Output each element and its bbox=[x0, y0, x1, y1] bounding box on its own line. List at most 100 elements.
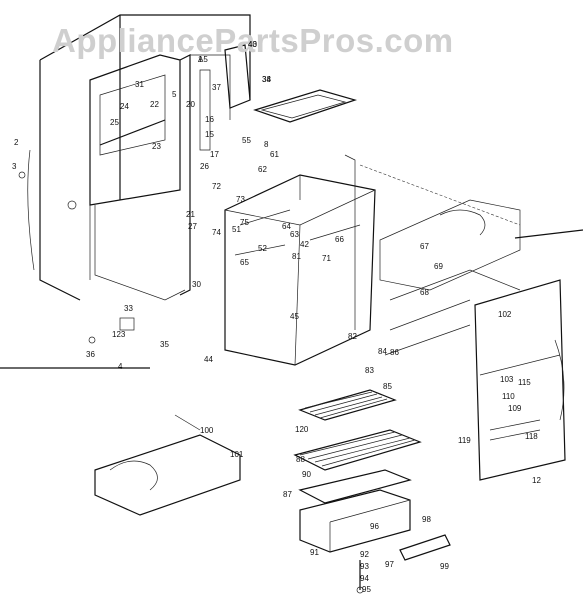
part-callout-68: 68 bbox=[420, 288, 429, 297]
part-callout-110: 110 bbox=[502, 392, 515, 401]
part-callout-26: 26 bbox=[200, 162, 209, 171]
part-callout-35: 35 bbox=[160, 340, 169, 349]
shelf-top bbox=[298, 389, 397, 421]
part-callout-67: 67 bbox=[420, 242, 429, 251]
part-callout-62: 62 bbox=[258, 165, 267, 174]
part-screw bbox=[67, 200, 77, 210]
part-callout-84: 84 bbox=[378, 347, 387, 356]
part-callout-97: 97 bbox=[385, 560, 394, 569]
part-callout-90: 90 bbox=[302, 470, 311, 479]
part-callout-85: 85 bbox=[383, 382, 392, 391]
part-callout-A5: A5 bbox=[198, 55, 208, 64]
part-callout-22: 22 bbox=[150, 100, 159, 109]
part-callout-109: 109 bbox=[508, 404, 522, 413]
outer-wrapper bbox=[344, 154, 521, 330]
evaporator-assembly bbox=[379, 199, 521, 356]
part-callout-34: 34 bbox=[262, 75, 271, 84]
top-cover-panel bbox=[253, 89, 358, 123]
part-callout-2: 2 bbox=[14, 138, 19, 147]
part-callout-27: 27 bbox=[188, 222, 197, 231]
part-callout-93: 93 bbox=[360, 562, 369, 571]
part-callout-23: 23 bbox=[152, 142, 161, 151]
part-callout-15: 15 bbox=[205, 130, 214, 139]
part-relay bbox=[119, 317, 135, 331]
part-callout-119: 119 bbox=[458, 436, 471, 445]
part-callout-44: 44 bbox=[204, 355, 213, 364]
part-callout-69: 69 bbox=[434, 262, 443, 271]
drawer-handle bbox=[399, 534, 451, 561]
part-callout-8: 8 bbox=[264, 140, 269, 149]
part-callout-123: 123 bbox=[112, 330, 126, 339]
part-callout-1: 1 bbox=[198, 55, 203, 64]
freezer-liner bbox=[89, 54, 186, 301]
part-clip bbox=[18, 171, 26, 179]
base-pan bbox=[94, 414, 241, 516]
part-callout-73: 73 bbox=[236, 195, 245, 204]
part-callout-16: 16 bbox=[205, 115, 214, 124]
part-callout-25: 25 bbox=[110, 118, 119, 127]
shelf-middle bbox=[293, 429, 422, 471]
part-callout-42: 42 bbox=[300, 240, 309, 249]
part-grommet bbox=[88, 336, 96, 344]
part-callout-92: 92 bbox=[360, 550, 369, 559]
part-callout-87: 87 bbox=[283, 490, 292, 499]
crisper-drawer bbox=[299, 489, 411, 553]
part-callout-33: 33 bbox=[124, 304, 133, 313]
part-callout-100: 100 bbox=[200, 426, 214, 435]
part-callout-36: 36 bbox=[86, 350, 95, 359]
part-callout-4: 4 bbox=[118, 362, 123, 371]
door-panel bbox=[474, 279, 566, 481]
section-divider-right bbox=[514, 229, 583, 239]
part-callout-99: 99 bbox=[440, 562, 449, 571]
part-callout-74: 74 bbox=[212, 228, 221, 237]
part-callout-52: 52 bbox=[258, 244, 267, 253]
hinge-plate bbox=[224, 44, 251, 109]
part-callout-91: 91 bbox=[310, 548, 319, 557]
part-callout-63: 63 bbox=[290, 230, 299, 239]
part-callout-3: 3 bbox=[12, 162, 17, 171]
part-callout-72: 72 bbox=[212, 182, 221, 191]
part-callout-115: 115 bbox=[518, 378, 531, 387]
part-callout-82: 82 bbox=[348, 332, 357, 341]
part-callout-17: 17 bbox=[210, 150, 219, 159]
part-callout-66: 66 bbox=[335, 235, 344, 244]
part-callout-96: 96 bbox=[370, 522, 379, 531]
fresh-food-liner bbox=[224, 174, 376, 366]
part-callout-71: 71 bbox=[322, 254, 331, 263]
part-callout-65: 65 bbox=[240, 258, 249, 267]
part-callout-94: 94 bbox=[360, 574, 369, 583]
part-callout-30: 30 bbox=[192, 280, 201, 289]
part-callout-61: 61 bbox=[270, 150, 279, 159]
cabinet-left-shell bbox=[27, 14, 251, 301]
part-callout-55: 55 bbox=[242, 136, 251, 145]
part-callout-5: 5 bbox=[172, 90, 177, 99]
part-callout-120: 120 bbox=[295, 425, 309, 434]
part-callout-20: 20 bbox=[186, 100, 195, 109]
part-callout-103: 103 bbox=[500, 375, 514, 384]
part-leveler-foot bbox=[356, 586, 364, 594]
part-callout-43: 43 bbox=[248, 40, 257, 49]
watermark: AppliancePartsPros.com bbox=[52, 22, 454, 59]
part-callout-64: 64 bbox=[282, 222, 291, 231]
part-callout-81: 81 bbox=[292, 252, 301, 261]
crisper-cover bbox=[298, 469, 412, 504]
part-callout-12: 12 bbox=[532, 476, 541, 485]
part-callout-24: 24 bbox=[120, 102, 129, 111]
part-callout-101: 101 bbox=[230, 450, 244, 459]
part-callout-75: 75 bbox=[240, 218, 249, 227]
part-callout-38: 38 bbox=[262, 75, 271, 84]
part-callout-45: 45 bbox=[290, 312, 299, 321]
part-callout-118: 118 bbox=[525, 432, 538, 441]
part-callout-21: 21 bbox=[186, 210, 195, 219]
part-callout-86: 86 bbox=[390, 348, 399, 357]
part-callout-31: 31 bbox=[135, 80, 144, 89]
divider-column bbox=[179, 54, 231, 296]
part-callout-51: 51 bbox=[232, 225, 241, 234]
part-callout-98: 98 bbox=[422, 515, 431, 524]
part-callout-83: 83 bbox=[365, 366, 374, 375]
part-callout-88: 88 bbox=[296, 455, 305, 464]
part-callout-95: 95 bbox=[362, 585, 371, 594]
part-callout-37: 37 bbox=[212, 83, 221, 92]
